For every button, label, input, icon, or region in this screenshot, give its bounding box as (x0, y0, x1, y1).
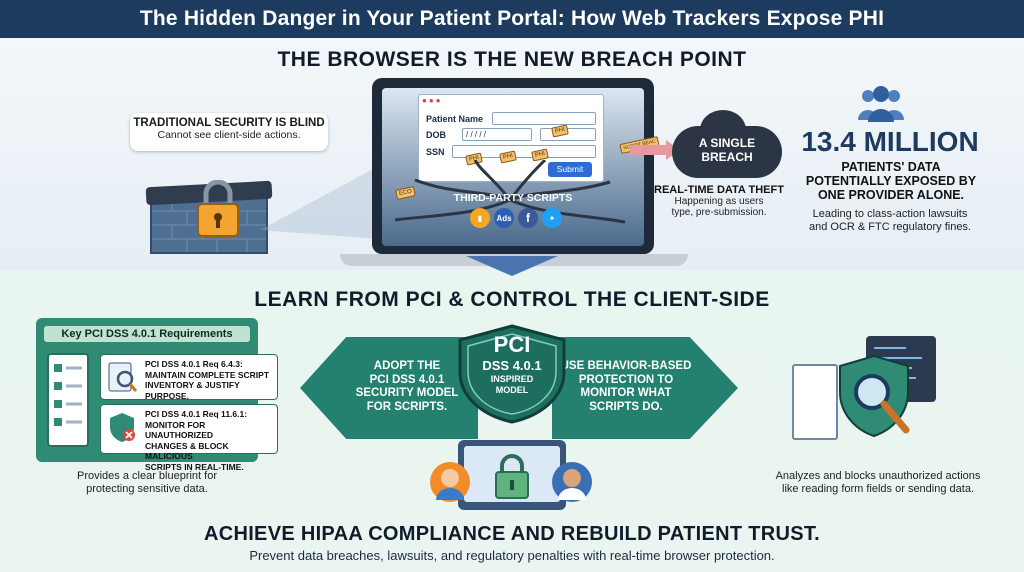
traditional-security-bubble: TRADITIONAL SECURITY IS BLIND Cannot see… (130, 113, 328, 151)
right-arrow-line1: USE BEHAVIOR-BASED (560, 360, 692, 372)
browser-window-dots-icon: ●●● (422, 96, 443, 105)
real-time-title: REAL-TIME DATA THEFT (654, 184, 784, 196)
patient-name-input[interactable] (492, 112, 596, 125)
board-note1: Provides a clear blueprint for (76, 470, 217, 482)
header-title-bar: The Hidden Danger in Your Patient Portal… (0, 0, 1024, 38)
left-arrow-line1: ADOPT THE (373, 360, 441, 372)
cloud-line1: A SINGLE (698, 136, 756, 150)
facebook-icon: f (518, 208, 538, 228)
submit-button[interactable]: Submit (548, 162, 592, 177)
dob-input[interactable]: / / / / / (462, 128, 532, 141)
analytics-icon: ▮ (470, 208, 490, 228)
brick-wall-icon (150, 196, 268, 254)
right-arrow-line3: MONITOR WHAT (580, 387, 672, 399)
stat-line2: POTENTIALLY EXPOSED BY (805, 174, 977, 188)
script-inventory-icon (108, 362, 137, 392)
real-time-theft: REAL-TIME DATA THEFT Happening as users … (654, 184, 784, 218)
req1-line2: MAINTAIN COMPLETE SCRIPT (145, 369, 270, 380)
patient-face-icon (436, 469, 464, 500)
right-arrow-line2: PROTECTION TO (578, 373, 674, 386)
right-arrow-text: USE BEHAVIOR-BASED PROTECTION TO MONITOR… (558, 360, 694, 414)
requirement-11-6-1: PCI DSS 4.0.1 Req 11.6.1: MONITOR FOR UN… (100, 404, 278, 472)
left-arrow-text: ADOPT THE PCI DSS 4.0.1 SECURITY MODEL F… (340, 360, 474, 414)
dob-label: DOB (426, 130, 446, 140)
breach-arrow-icon (630, 140, 680, 160)
req2-line1: PCI DSS 4.0.1 Req 11.6.1: (145, 409, 248, 419)
pci-shield-icon (458, 324, 566, 424)
real-time-line2: type, pre-submission. (671, 207, 767, 218)
board-note: Provides a clear blueprint for protectin… (62, 470, 232, 496)
stat-note2: and OCR & FTC regulatory fines. (808, 221, 971, 233)
bubble-title: TRADITIONAL SECURITY IS BLIND (133, 117, 325, 129)
section-divider-chevron-icon (466, 256, 558, 276)
stat-note1: Leading to class-action lawsuits (812, 208, 968, 220)
single-breach-cloud-icon: A SINGLE BREACH (672, 110, 782, 178)
patient-avatar (430, 462, 470, 502)
stat-description: PATIENTS' DATA POTENTIALLY EXPOSED BY ON… (798, 160, 984, 202)
shield-line3: INSPIRED (490, 374, 534, 384)
cloud-line2: BREACH (701, 150, 753, 164)
shield-line2: DSS 4.0.1 (482, 358, 542, 373)
header-title: The Hidden Danger in Your Patient Portal… (139, 7, 885, 30)
section2-heading: LEARN FROM PCI & CONTROL THE CLIENT-SIDE (254, 288, 770, 311)
ssn-label: SSN (426, 147, 445, 157)
checklist-icon (47, 353, 89, 447)
left-arrow-line3: SECURITY MODEL (355, 387, 459, 399)
patient-name-label: Patient Name (426, 114, 484, 124)
stat-line3: ONE PROVIDER ALONE. (817, 188, 965, 202)
req2-line2: MONITOR FOR UNAUTHORIZED (145, 419, 213, 441)
monitor-lock-icon (495, 454, 529, 499)
req1-line3: INVENTORY & JUSTIFY PURPOSE. (145, 380, 240, 401)
req2-line4: SCRIPTS IN REAL-TIME. (145, 461, 244, 472)
board-title: Key PCI DSS 4.0.1 Requirements (44, 326, 250, 342)
stat-note: Leading to class-action lawsuits and OCR… (792, 208, 988, 234)
light-beam-icon (260, 160, 390, 240)
real-time-line1: Happening as users (674, 196, 764, 207)
third-party-scripts-label: THIRD-PARTY SCRIPTS (453, 192, 573, 204)
left-arrow-line4: FOR SCRIPTS. (366, 400, 448, 413)
left-arrow-line2: PCI DSS 4.0.1 (369, 373, 445, 386)
right-note: Analyzes and blocks unauthorized actions… (768, 470, 988, 496)
shield-line1: PCI (493, 332, 531, 357)
right-note2: like reading form fields or sending data… (782, 483, 974, 495)
section3-subtitle: Prevent data breaches, lawsuits, and reg… (249, 548, 775, 563)
ads-icon: Ads (494, 208, 514, 228)
shield-block-icon (110, 413, 135, 442)
requirement-6-4-3: PCI DSS 4.0.1 Req 6.4.3: MAINTAIN COMPLE… (100, 354, 278, 401)
padlock-icon (197, 180, 239, 237)
section1-heading: THE BROWSER IS THE NEW BREACH POINT (277, 48, 747, 71)
stat-line1: PATIENTS' DATA (841, 160, 941, 174)
shield-line4: MODEL (495, 385, 529, 395)
ssn-input[interactable] (452, 145, 596, 158)
req2-line3: CHANGES & BLOCK MALICIOUS (145, 440, 229, 462)
script-roots-icon (394, 160, 626, 224)
section3-heading: ACHIEVE HIPAA COMPLIANCE AND REBUILD PAT… (203, 523, 821, 545)
stat-value: 13.4 MILLION (801, 126, 979, 157)
doctor-face-icon (558, 469, 586, 500)
board-note2: protecting sensitive data. (86, 483, 208, 495)
twitter-icon: ✦ (542, 208, 562, 228)
bubble-text: Cannot see client-side actions. (157, 129, 301, 141)
document-icon (792, 364, 838, 440)
right-note1: Analyzes and blocks unauthorized actions (775, 470, 981, 482)
tracker-logos: ▮ Ads f ✦ (470, 208, 562, 228)
people-icon (858, 86, 904, 122)
magnifier-shield-icon (839, 354, 910, 438)
req1-line1: PCI DSS 4.0.1 Req 6.4.3: (145, 359, 243, 369)
right-arrow-line4: SCRIPTS DO. (589, 400, 663, 413)
doctor-avatar (552, 462, 592, 502)
